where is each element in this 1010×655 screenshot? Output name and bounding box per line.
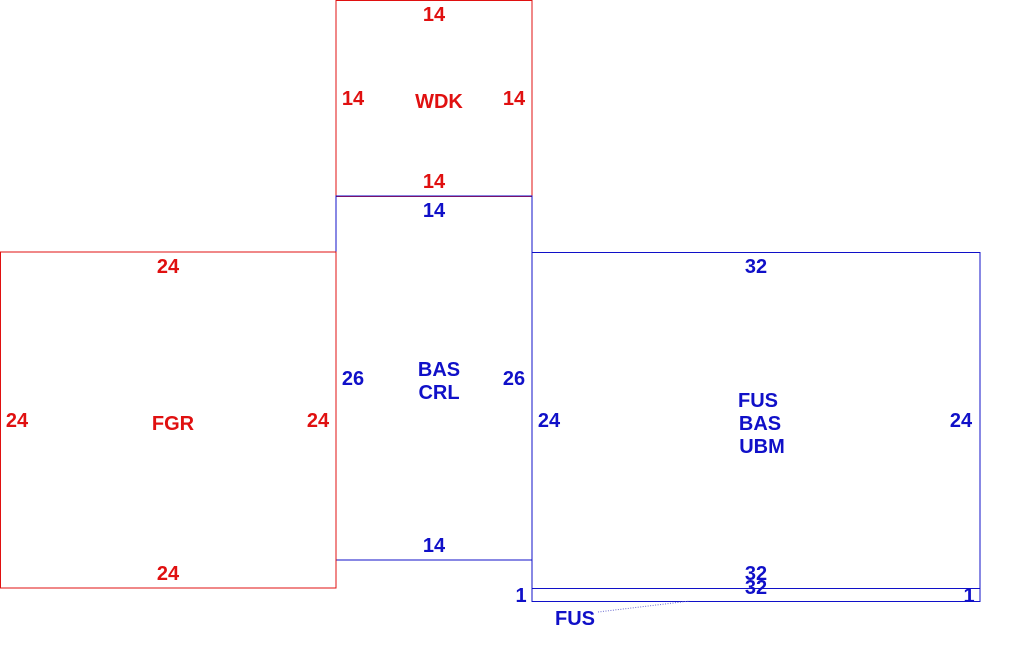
fus-bas-ubm-label-line3: UBM: [739, 436, 785, 458]
bas-crl-dim-left: 26: [342, 368, 364, 390]
section-fus-strip: 32 1 1 FUS: [515, 577, 981, 630]
fus-bas-ubm-dim-right: 24: [950, 410, 973, 432]
fus-bas-ubm-label-line1: FUS: [738, 390, 778, 412]
wdk-dim-left: 14: [342, 88, 365, 110]
fus-strip-leader-line: [597, 600, 691, 613]
fus-strip-dim-right: 1: [963, 585, 974, 607]
section-fgr: FGR 24 24 24 24: [0, 251, 337, 589]
fus-bas-ubm-dim-left: 24: [538, 410, 561, 432]
fgr-dim-right: 24: [307, 410, 330, 432]
fgr-dim-bottom: 24: [157, 563, 180, 585]
wdk-dim-top: 14: [423, 4, 446, 26]
section-wdk: WDK 14 14 14 14: [335, 0, 533, 197]
wdk-dim-right: 14: [503, 88, 526, 110]
fus-strip-outline: [531, 588, 981, 602]
bas-crl-label-line2: CRL: [418, 382, 459, 404]
fus-bas-ubm-label-line2: BAS: [739, 413, 781, 435]
fus-strip-label: FUS: [555, 608, 595, 630]
fus-bas-ubm-dim-bottom: 32: [745, 563, 767, 585]
fus-strip-dim-left: 1: [515, 585, 526, 607]
fgr-dim-left: 24: [6, 410, 29, 432]
fgr-label: FGR: [152, 413, 195, 435]
fgr-outline: [0, 251, 337, 589]
bas-crl-dim-right: 26: [503, 368, 525, 390]
bas-crl-dim-top: 14: [423, 200, 446, 222]
wdk-dim-bottom: 14: [423, 171, 446, 193]
bas-crl-label-line1: BAS: [418, 359, 460, 381]
section-fus-bas-ubm: FUS BAS UBM 32 24 24 32: [531, 252, 981, 589]
fus-bas-ubm-dim-top: 32: [745, 256, 767, 278]
section-bas-crl: BAS CRL 14 26 26 14: [335, 195, 533, 561]
fgr-dim-top: 24: [157, 256, 180, 278]
bas-crl-dim-bottom: 14: [423, 535, 446, 557]
fus-strip-dim-top: 32: [745, 577, 767, 599]
wdk-label: WDK: [415, 91, 463, 113]
